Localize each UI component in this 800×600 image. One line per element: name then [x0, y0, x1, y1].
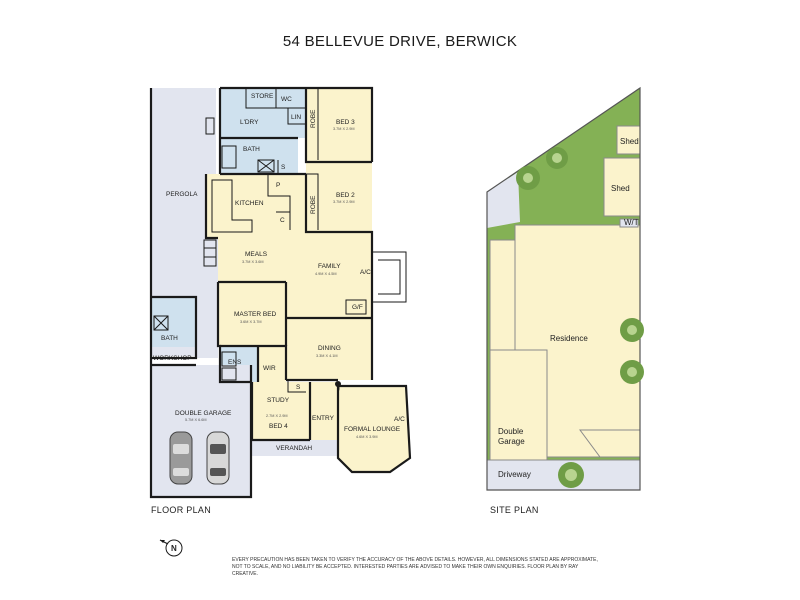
pergola-side — [196, 238, 218, 358]
formal-label: FORMAL LOUNGE — [344, 426, 401, 433]
family-dim: 4.9M X 4.5M — [315, 272, 337, 276]
dining-dim: 3.3M X 4.1M — [316, 354, 338, 358]
garage-area — [151, 365, 251, 497]
kitchen-area — [206, 174, 306, 238]
walls — [149, 86, 412, 499]
kitchen-label: KITCHEN — [235, 200, 264, 207]
garage-dim: 5.7M X 6.6M — [185, 418, 207, 422]
site-shed-small-label: Shed — [620, 137, 639, 146]
site-driveway-label: Driveway — [498, 470, 531, 479]
bed3-area — [306, 88, 372, 162]
master-dim: 3.6M X 3.7M — [240, 320, 262, 324]
study-area — [252, 382, 310, 440]
meals-label: MEALS — [245, 251, 268, 258]
meals-dim: 3.7M X 3.6M — [242, 260, 264, 264]
dining-label: DINING — [318, 345, 341, 352]
column-post — [335, 381, 341, 387]
site-residence-left — [489, 239, 516, 351]
site-gravel — [487, 172, 520, 228]
robe1-label: ROBE — [310, 109, 317, 128]
site-plan-caption: SITE PLAN — [490, 505, 539, 515]
site-plan: Shed Shed W/T Residence Double Garage Dr… — [486, 86, 644, 491]
entry-label: ENTRY — [312, 415, 335, 422]
site-residence-label: Residence — [550, 334, 588, 343]
site-watertank — [619, 218, 639, 228]
north-compass: N — [159, 539, 183, 557]
page-title: 54 BELLEVUE DRIVE, BERWICK — [282, 33, 518, 50]
bed3-dim: 3.7M X 2.9M — [333, 127, 355, 131]
lin-label: LIN — [291, 114, 301, 121]
bath-label: BATH — [243, 146, 260, 153]
floor-plan-caption: FLOOR PLAN — [151, 505, 212, 515]
entry-area — [310, 382, 338, 440]
compass-label: N — [171, 544, 177, 553]
disclaimer-text: EVERY PRECAUTION HAS BEEN TAKEN TO VERIF… — [232, 557, 598, 577]
s1-label: S — [281, 164, 286, 171]
site-garage-label-1: Double — [498, 427, 524, 436]
bath2-area — [151, 297, 196, 347]
bed4-label: BED 4 — [269, 423, 288, 430]
bath-area — [220, 138, 298, 174]
car-right — [206, 431, 230, 485]
floor-plan: PERGOLA STORE WC L'DRY LIN ROBE BED 3 3.… — [149, 86, 412, 499]
garage-label: DOUBLE GARAGE — [175, 410, 232, 417]
site-shed-label: Shed — [611, 184, 630, 193]
formal-dim: 4.6M X 3.9M — [356, 435, 378, 439]
ensuite-label: ENS — [228, 359, 242, 366]
site-garage-label-2: Garage — [498, 437, 525, 446]
verandah-label: VERANDAH — [276, 445, 312, 452]
pergola-label: PERGOLA — [166, 191, 198, 198]
bed3-label: BED 3 — [336, 119, 355, 126]
laundry-label: L'DRY — [240, 119, 259, 126]
wir-label: WIR — [263, 365, 276, 372]
study-label: STUDY — [267, 397, 290, 404]
car-left — [169, 431, 193, 485]
site-trees — [516, 147, 644, 488]
cupboard-label: C — [280, 217, 285, 224]
verandah-area — [252, 440, 338, 456]
gf-label: G/F — [352, 304, 363, 311]
wc-label: WC — [281, 96, 292, 103]
site-wt-label: W/T — [624, 218, 639, 227]
site-boundary — [486, 86, 641, 491]
laundry-area — [220, 88, 306, 138]
study-dim: 2.7M X 2.9M — [266, 414, 288, 418]
s2-label: S — [296, 384, 301, 391]
pantry-label: P — [276, 182, 280, 189]
workshop-label: WORKSHOP — [153, 355, 192, 362]
bath2-label: BATH — [161, 335, 178, 342]
wir-area — [258, 346, 286, 382]
store-label: STORE — [251, 93, 274, 100]
interior-details — [153, 87, 407, 393]
bed2-label: BED 2 — [336, 192, 355, 199]
robe2-label: ROBE — [310, 195, 317, 214]
master-area — [218, 282, 286, 346]
ac2-label: A/C — [394, 416, 405, 423]
formal-lounge-area — [338, 386, 410, 472]
family-label: FAMILY — [318, 263, 341, 270]
ac1-label: A/C — [360, 269, 371, 276]
master-label: MASTER BED — [234, 311, 277, 318]
bed2-dim: 3.7M X 2.9M — [333, 200, 355, 204]
